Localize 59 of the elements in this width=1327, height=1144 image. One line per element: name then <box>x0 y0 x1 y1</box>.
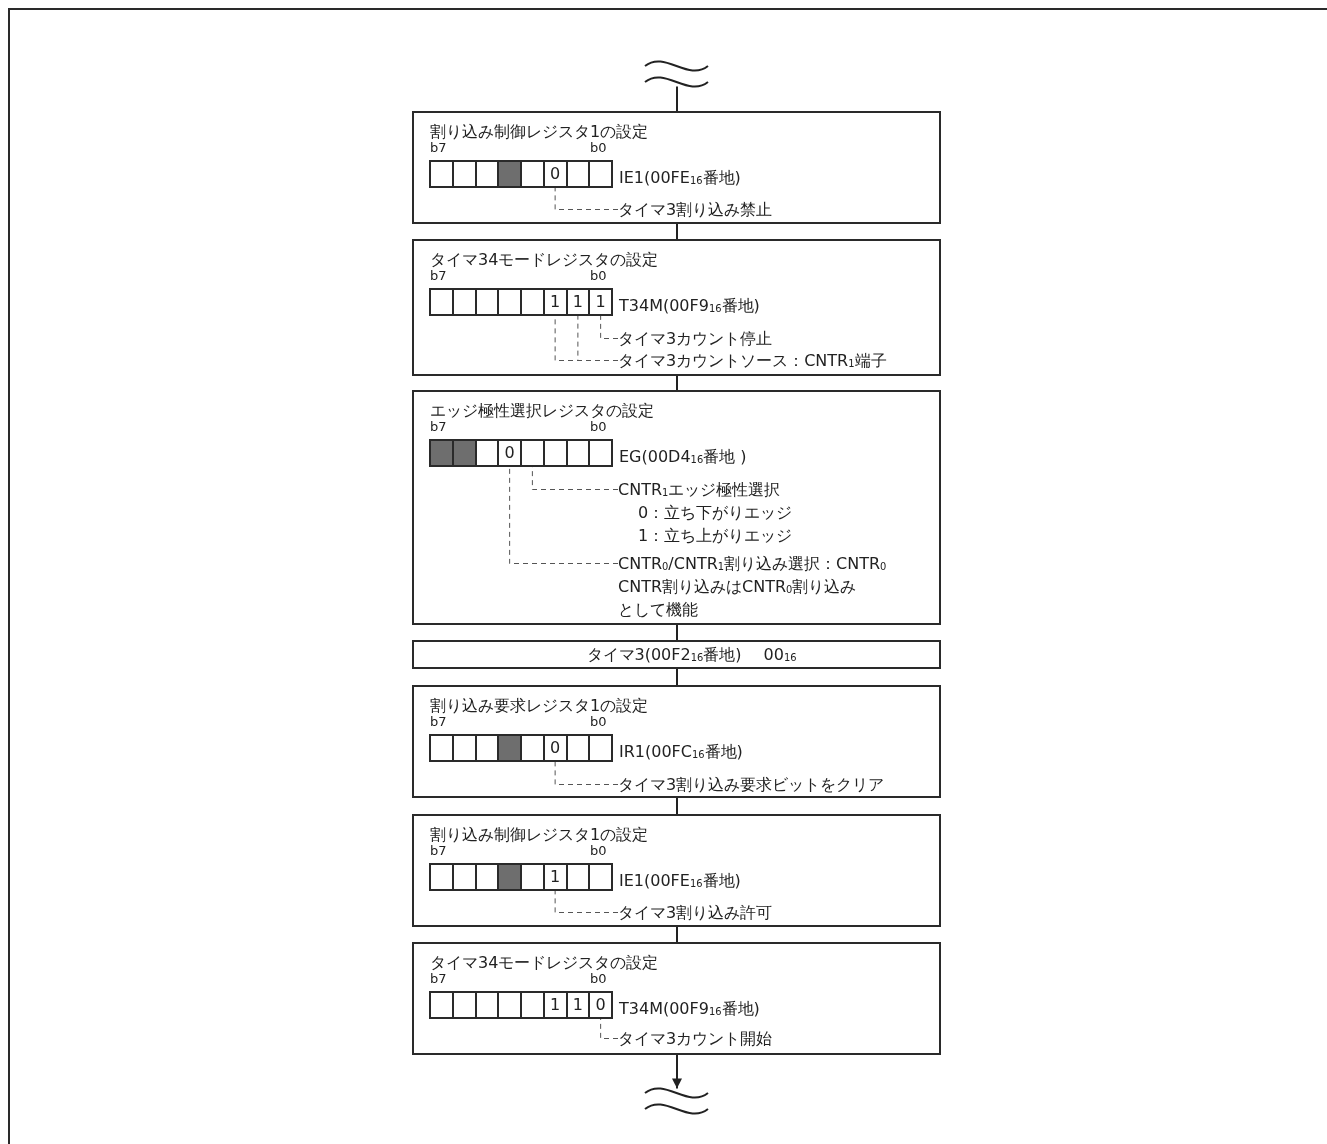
annotation-text: タイマ3割り込み禁止 <box>618 199 773 221</box>
bit-cell: 1 <box>565 288 591 316</box>
flow-line <box>676 624 678 641</box>
bit-cell: 0 <box>588 991 613 1019</box>
bit-number-label: b7 <box>430 420 447 433</box>
step-title: タイマ34モードレジスタの設定 <box>430 250 659 270</box>
flow-line <box>676 375 678 391</box>
bit-number-label: b0 <box>590 715 607 728</box>
step-box <box>412 111 941 224</box>
break-mark <box>644 60 709 88</box>
bit-number-label: b7 <box>430 141 447 154</box>
flow-line <box>676 668 678 686</box>
bit-number-label: b7 <box>430 972 447 985</box>
bit-cell: 0 <box>542 734 568 762</box>
annotation-text: タイマ3カウント停止 <box>618 328 773 350</box>
bit-cell: 1 <box>542 863 568 891</box>
annotation-text: 1：立ち上がりエッジ <box>637 525 793 547</box>
step-box <box>412 640 941 669</box>
bit-cell: 1 <box>542 288 568 316</box>
flow-line <box>676 797 678 815</box>
step-title: 割り込み要求レジスタ1の設定 <box>430 696 649 716</box>
flow-line <box>676 926 678 943</box>
annotation-text: タイマ3カウント開始 <box>618 1028 773 1050</box>
leader-line <box>577 315 619 361</box>
step-box <box>412 390 941 625</box>
leader-line <box>554 890 619 913</box>
bit-number-label: b0 <box>590 141 607 154</box>
leader-line <box>509 466 619 564</box>
step-title: 割り込み制御レジスタ1の設定 <box>430 825 649 845</box>
step-box <box>412 239 941 376</box>
step-title: エッジ極性選択レジスタの設定 <box>430 401 654 421</box>
bit-number-label: b7 <box>430 844 447 857</box>
bit-cell: 0 <box>497 439 522 467</box>
leader-line <box>554 761 619 785</box>
bit-cell: 0 <box>542 160 568 188</box>
step-title: タイマ34モードレジスタの設定 <box>430 953 659 973</box>
annotation-text: タイマ3割り込み要求ビットをクリア <box>618 774 885 796</box>
flow-line <box>672 1054 682 1090</box>
bit-cell: 1 <box>565 991 591 1019</box>
bit-number-label: b0 <box>590 269 607 282</box>
bit-cell: 1 <box>588 288 613 316</box>
bit-number-label: b7 <box>430 715 447 728</box>
annotation-text: 0：立ち下がりエッジ <box>637 502 793 524</box>
leader-line <box>600 1018 619 1039</box>
annotation-text: タイマ3割り込み許可 <box>618 902 773 924</box>
break-mark <box>644 1087 709 1115</box>
flow-line <box>676 223 678 240</box>
bit-number-label: b0 <box>590 844 607 857</box>
leader-line <box>554 187 619 210</box>
bit-number-label: b0 <box>590 420 607 433</box>
step-box <box>412 685 941 798</box>
bit-number-label: b7 <box>430 269 447 282</box>
step-title: 割り込み制御レジスタ1の設定 <box>430 122 649 142</box>
step-box <box>412 814 941 927</box>
bit-cell: 1 <box>542 991 568 1019</box>
flow-line <box>676 85 678 112</box>
step-box <box>412 942 941 1055</box>
leader-line <box>600 315 619 339</box>
bit-number-label: b0 <box>590 972 607 985</box>
